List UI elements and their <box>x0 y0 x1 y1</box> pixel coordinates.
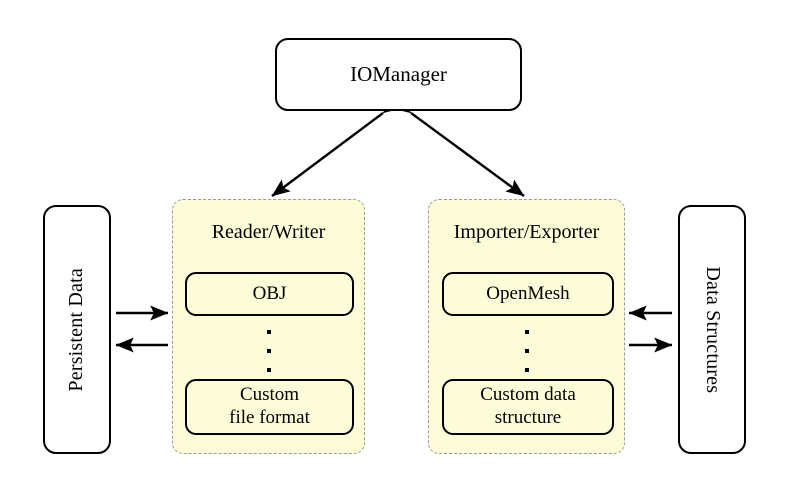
importer-exporter-item-custom-data-structure: Custom data structure <box>442 379 614 435</box>
persistent-data-node: Persistent Data <box>43 205 111 454</box>
importer-exporter-item-custom-data-structure-label: Custom data structure <box>480 384 576 430</box>
importer-exporter-ellipsis-icon <box>429 330 624 372</box>
importer-exporter-title: Importer/Exporter <box>453 221 600 243</box>
importer-exporter-item-openmesh: OpenMesh <box>442 272 614 316</box>
custom-file-format-line1: Custom <box>239 384 300 406</box>
importer-exporter-panel: Importer/Exporter OpenMesh Custom data s… <box>428 199 625 454</box>
custom-data-structure-line2: structure <box>494 407 562 428</box>
custom-file-format-line2: file format <box>229 407 310 428</box>
importer-exporter-item-openmesh-label: OpenMesh <box>486 282 570 304</box>
reader-writer-ellipsis-icon <box>173 330 364 372</box>
reader-writer-item-obj: OBJ <box>185 272 354 316</box>
reader-writer-panel: Reader/Writer OBJ Custom file format <box>172 199 365 454</box>
reader-writer-item-custom-file-format-label: Custom file format <box>229 384 310 430</box>
connector-manager-reader-writer <box>271 96 402 197</box>
custom-data-structure-line1: Custom data <box>480 384 576 406</box>
reader-writer-item-custom-file-format: Custom file format <box>185 379 354 435</box>
reader-writer-title: Reader/Writer <box>211 221 326 243</box>
persistent-data-label: Persistent Data <box>65 267 88 392</box>
io-manager-node: IOManager <box>275 38 522 111</box>
data-structures-label: Data Structures <box>701 266 724 393</box>
data-structures-node: Data Structures <box>678 205 746 454</box>
reader-writer-item-obj-label: OBJ <box>252 282 287 304</box>
connector-manager-importer-exporter <box>392 96 525 197</box>
io-manager-label: IOManager <box>350 62 447 87</box>
